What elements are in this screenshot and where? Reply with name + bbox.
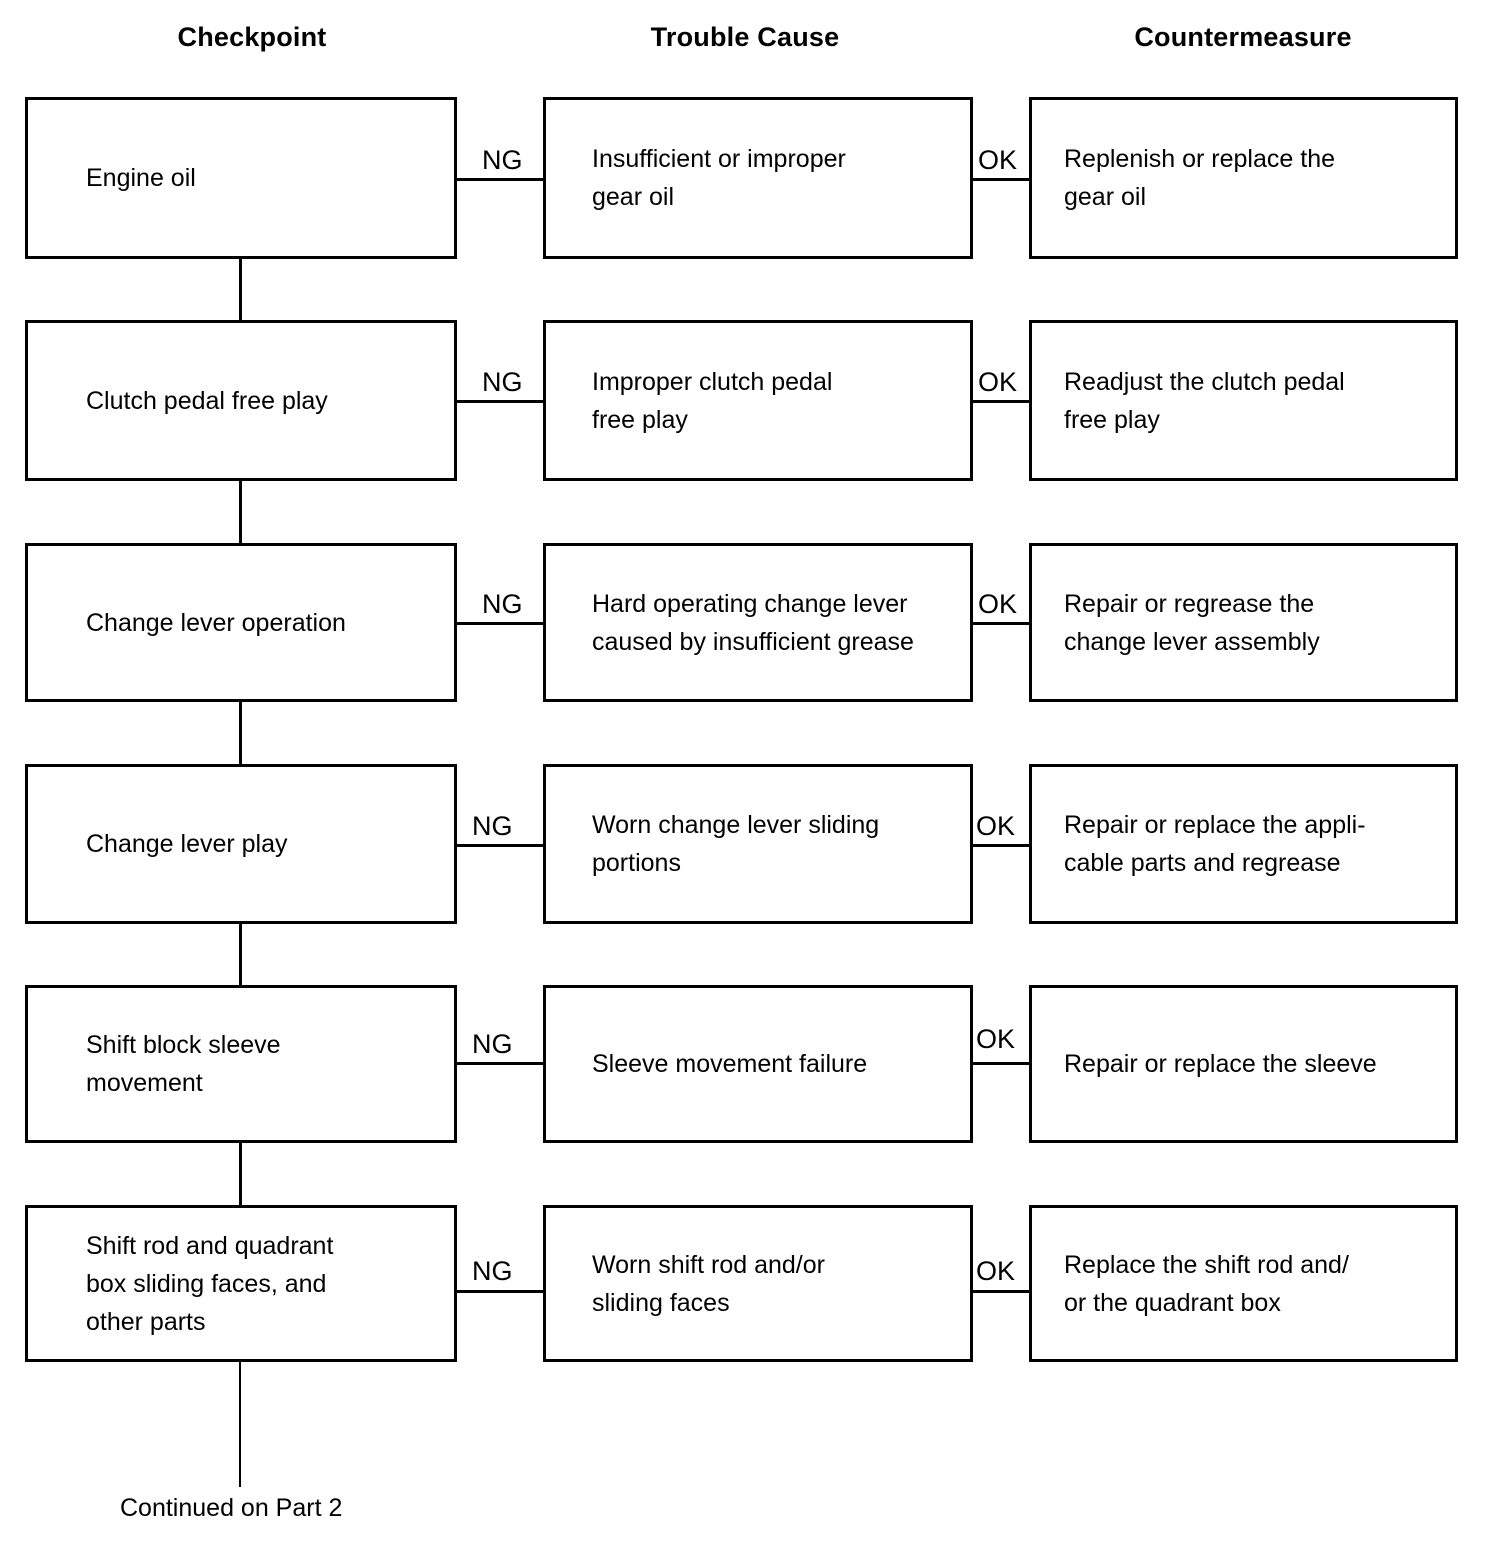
checkpoint-box: Change lever play <box>25 764 457 924</box>
checkpoint-vertical-connector <box>239 701 242 765</box>
countermeasure-text: Replenish or replace the gear oil <box>1064 145 1335 211</box>
checkpoint-vertical-connector <box>239 1142 242 1207</box>
checkpoint-box: Clutch pedal free play <box>25 320 457 481</box>
countermeasure-box: Repair or replace the sleeve <box>1029 985 1458 1143</box>
ok-connector-line <box>971 844 1031 847</box>
countermeasure-text: Repair or regrease the change lever asse… <box>1064 589 1320 656</box>
ng-label: NG <box>472 811 513 841</box>
countermeasure-text: Repair or replace the appli- cable parts… <box>1064 811 1366 877</box>
trouble-cause-box: Insufficient or improper gear oil <box>543 97 973 259</box>
checkpoint-text: Engine oil <box>86 164 196 192</box>
ok-connector-line <box>971 1062 1031 1065</box>
ng-connector-line <box>457 1062 545 1065</box>
ng-connector-line <box>457 622 545 625</box>
ng-connector-line <box>457 178 545 181</box>
trouble-cause-box: Worn shift rod and/or sliding faces <box>543 1205 973 1362</box>
checkpoint-text: Shift rod and quadrant box sliding faces… <box>86 1231 334 1336</box>
ok-label: OK <box>978 145 1018 175</box>
checkpoint-text: Change lever play <box>86 830 288 858</box>
ok-label: OK <box>976 811 1016 841</box>
trouble-cause-text: Hard operating change lever caused by in… <box>592 589 914 656</box>
ok-label: OK <box>976 1256 1016 1286</box>
checkpoint-vertical-connector <box>239 480 242 544</box>
ng-connector-line <box>457 844 545 847</box>
ng-connector-line <box>457 1290 545 1293</box>
trouble-cause-text: Improper clutch pedal free play <box>592 367 833 434</box>
trouble-cause-box: Improper clutch pedal free play <box>543 320 973 481</box>
ok-label: OK <box>978 367 1018 397</box>
checkpoint-box: Shift block sleeve movement <box>25 985 457 1143</box>
checkpoint-vertical-connector <box>239 923 242 987</box>
checkpoint-box: Shift rod and quadrant box sliding faces… <box>25 1205 457 1362</box>
countermeasure-text: Replace the shift rod and/ or the quadra… <box>1064 1250 1349 1317</box>
countermeasure-box: Replenish or replace the gear oil <box>1029 97 1458 259</box>
checkpoint-box: Engine oil <box>25 97 457 259</box>
trouble-cause-box: Hard operating change lever caused by in… <box>543 543 973 702</box>
ok-label: OK <box>976 1024 1016 1054</box>
ng-label: NG <box>482 145 523 175</box>
countermeasure-text: Readjust the clutch pedal free play <box>1064 367 1345 434</box>
trouble-cause-box: Worn change lever sliding portions <box>543 764 973 924</box>
trouble-cause-text: Worn shift rod and/or sliding faces <box>592 1250 825 1317</box>
column-header-checkpoint: Checkpoint <box>177 22 327 52</box>
countermeasure-text: Repair or replace the sleeve <box>1064 1050 1377 1078</box>
ok-connector-line <box>971 400 1031 403</box>
ng-label: NG <box>472 1256 513 1286</box>
checkpoint-vertical-connector <box>239 258 242 321</box>
trouble-cause-text: Sleeve movement failure <box>592 1050 868 1078</box>
ok-connector-line <box>971 178 1031 181</box>
countermeasure-box: Repair or replace the appli- cable parts… <box>1029 764 1458 924</box>
countermeasure-box: Replace the shift rod and/ or the quadra… <box>1029 1205 1458 1362</box>
continued-vertical-connector <box>239 1361 241 1487</box>
ok-connector-line <box>971 622 1031 625</box>
trouble-cause-box: Sleeve movement failure <box>543 985 973 1143</box>
column-header-countermeasure: Countermeasure <box>1134 22 1352 52</box>
ng-label: NG <box>472 1029 513 1059</box>
ok-connector-line <box>971 1290 1031 1293</box>
ng-connector-line <box>457 400 545 403</box>
checkpoint-box: Change lever operation <box>25 543 457 702</box>
ng-label: NG <box>482 589 523 619</box>
countermeasure-box: Readjust the clutch pedal free play <box>1029 320 1458 481</box>
checkpoint-text: Shift block sleeve movement <box>86 1031 281 1097</box>
trouble-cause-text: Worn change lever sliding portions <box>592 811 880 877</box>
trouble-cause-text: Insufficient or improper gear oil <box>592 145 846 211</box>
countermeasure-box: Repair or regrease the change lever asse… <box>1029 543 1458 702</box>
ok-label: OK <box>978 589 1018 619</box>
checkpoint-text: Change lever operation <box>86 608 346 637</box>
continued-on-part-2-label: Continued on Part 2 <box>120 1494 343 1522</box>
ng-label: NG <box>482 367 523 397</box>
checkpoint-text: Clutch pedal free play <box>86 386 328 415</box>
column-header-trouble-cause: Trouble Cause <box>650 22 840 52</box>
